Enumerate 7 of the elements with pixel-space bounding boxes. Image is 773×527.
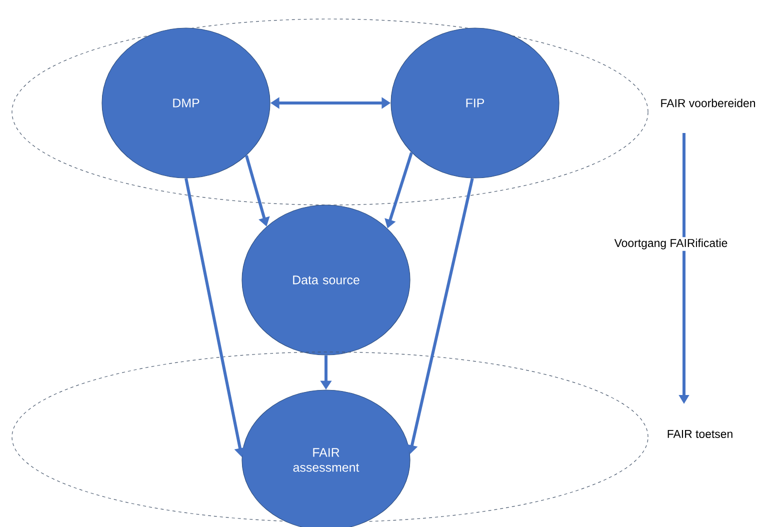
circle-node: FAIR assessment (242, 390, 410, 527)
axis-label: Voortgang FAIRificatie (612, 237, 730, 251)
node-label: FAIR toetsen (668, 430, 732, 438)
circle-node: FIP (390, 28, 560, 178)
circle-node: DMP (102, 28, 270, 178)
circle-node: Data source (242, 204, 410, 356)
node-label: FAIR voorbereiden (661, 98, 755, 108)
